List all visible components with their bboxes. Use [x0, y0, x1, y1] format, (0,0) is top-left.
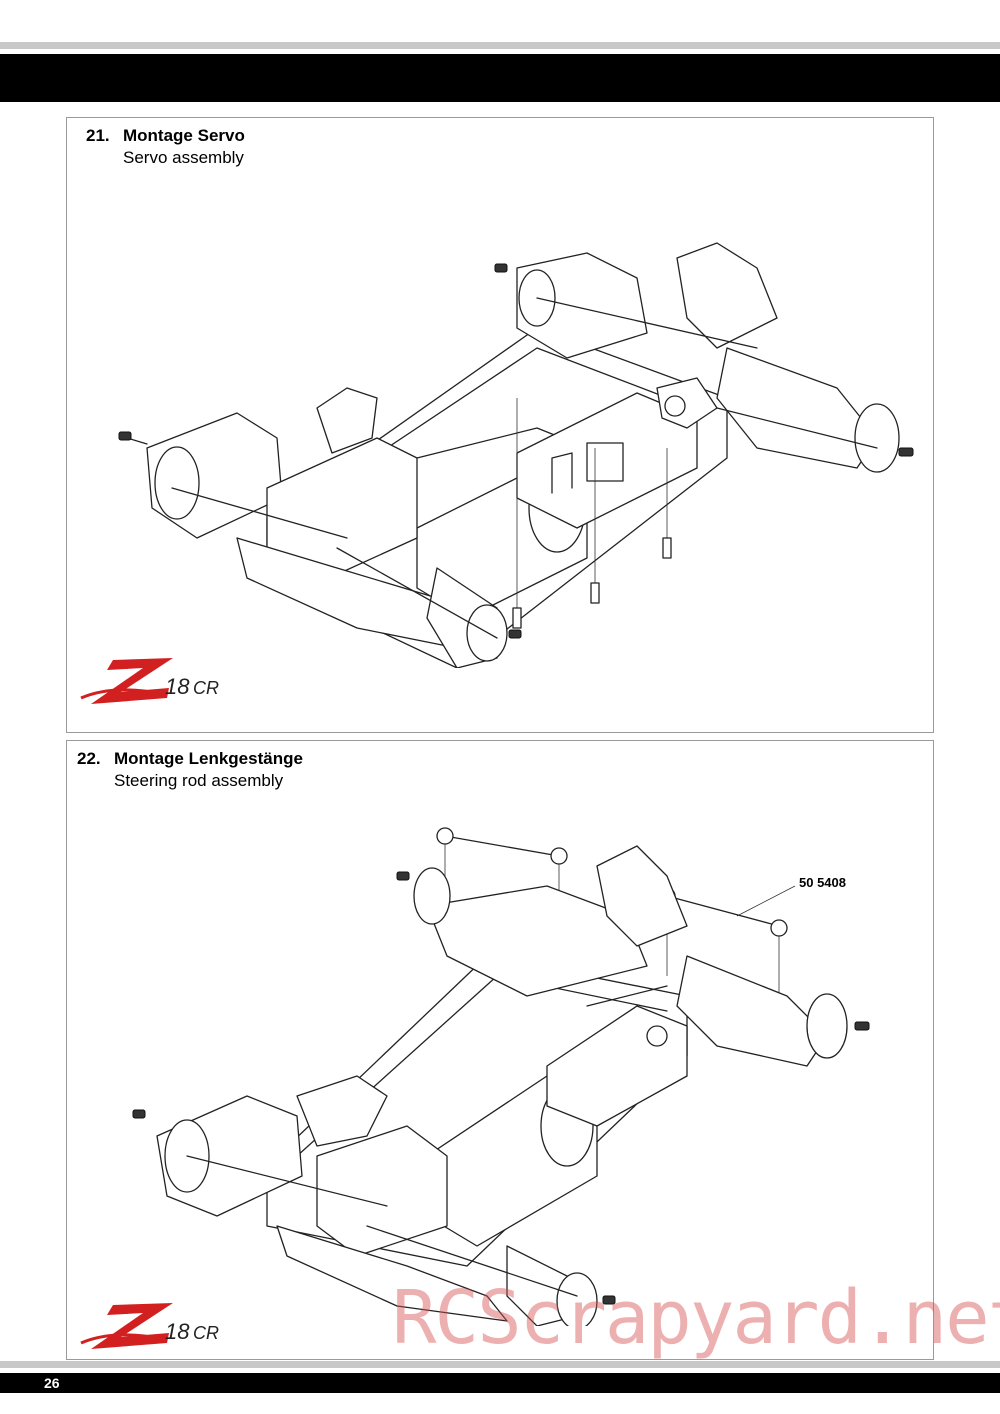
- steering-rod-assembly-drawing: [132, 827, 870, 1326]
- z18cr-logo: 18 CR: [80, 658, 219, 704]
- svg-text:CR: CR: [193, 1323, 219, 1343]
- servo-assembly-drawing: [118, 242, 914, 668]
- footer-bar: [0, 1373, 1000, 1393]
- step-21-title-en: Servo assembly: [123, 148, 244, 167]
- step-22-panel: 22. Montage Lenkgestänge Steering rod as…: [66, 740, 934, 1360]
- top-rule: [0, 42, 1000, 49]
- step-22-number: 22.: [77, 749, 101, 768]
- z18cr-logo: 18 CR: [80, 1303, 219, 1349]
- svg-text:CR: CR: [193, 678, 219, 698]
- bottom-rule: [0, 1361, 1000, 1368]
- svg-text:18: 18: [165, 674, 190, 699]
- step-22-title-de: Montage Lenkgestänge: [114, 749, 303, 768]
- part-number-label: 50 5408: [799, 875, 846, 890]
- page-number: 26: [44, 1375, 60, 1391]
- step-21-number: 21.: [86, 126, 110, 145]
- step-21-panel: 21. Montage Servo Servo assembly: [66, 117, 934, 733]
- watermark: RCScrapyard.net: [392, 1275, 1000, 1361]
- header-bar: [0, 54, 1000, 102]
- step-22-title-en: Steering rod assembly: [114, 771, 284, 790]
- step-21-title-de: Montage Servo: [123, 126, 245, 145]
- svg-text:18: 18: [165, 1319, 190, 1344]
